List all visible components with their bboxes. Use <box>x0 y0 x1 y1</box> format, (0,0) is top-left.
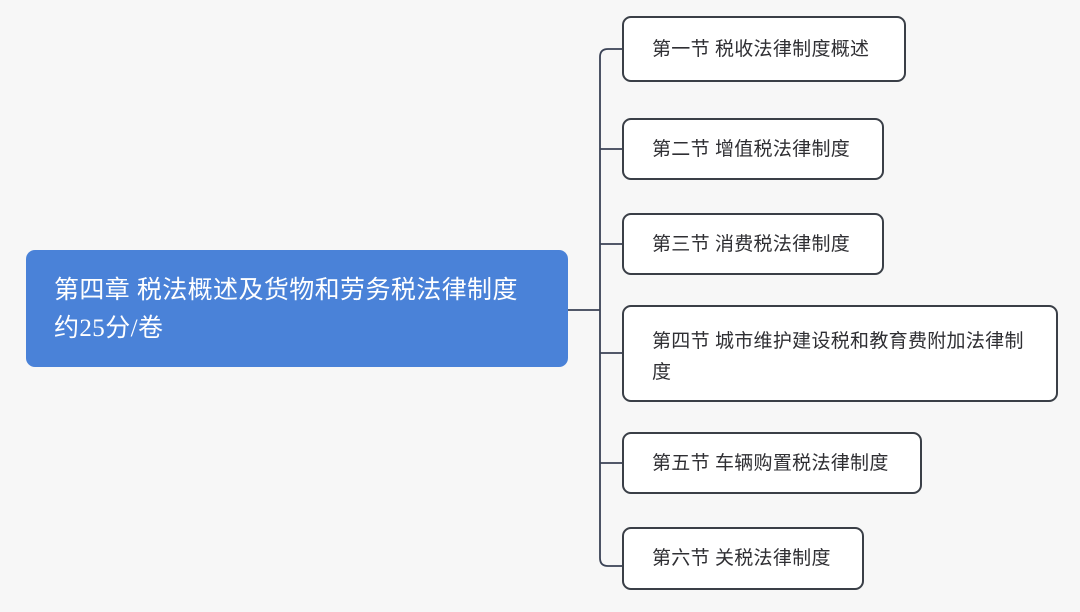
branch-node-section-3[interactable]: 第三节 消费税法律制度 <box>622 213 884 275</box>
root-node-title: 第四章 税法概述及货物和劳务税法律制度 <box>54 277 518 304</box>
root-node-chapter[interactable]: 第四章 税法概述及货物和劳务税法律制度 约25分/卷 <box>26 250 568 367</box>
branch-node-section-4[interactable]: 第四节 城市维护建设税和教育费附加法律制度 <box>622 305 1058 402</box>
branch-node-label: 第五节 车辆购置税法律制度 <box>652 452 889 474</box>
branch-node-section-2[interactable]: 第二节 增值税法律制度 <box>622 118 884 180</box>
branch-node-label: 第四节 城市维护建设税和教育费附加法律制度 <box>652 331 1024 383</box>
branch-node-section-6[interactable]: 第六节 关税法律制度 <box>622 527 864 590</box>
branch-node-section-5[interactable]: 第五节 车辆购置税法律制度 <box>622 432 922 494</box>
connector-spine-lower <box>599 310 622 567</box>
branch-node-label: 第一节 税收法律制度概述 <box>652 38 870 60</box>
root-node-subtitle: 约25分/卷 <box>54 315 164 342</box>
branch-node-section-1[interactable]: 第一节 税收法律制度概述 <box>622 16 906 82</box>
branch-node-label: 第六节 关税法律制度 <box>652 548 831 569</box>
connector-spine-upper <box>599 48 622 310</box>
branch-node-label: 第三节 消费税法律制度 <box>652 233 851 255</box>
branch-node-label: 第二节 增值税法律制度 <box>652 138 851 160</box>
